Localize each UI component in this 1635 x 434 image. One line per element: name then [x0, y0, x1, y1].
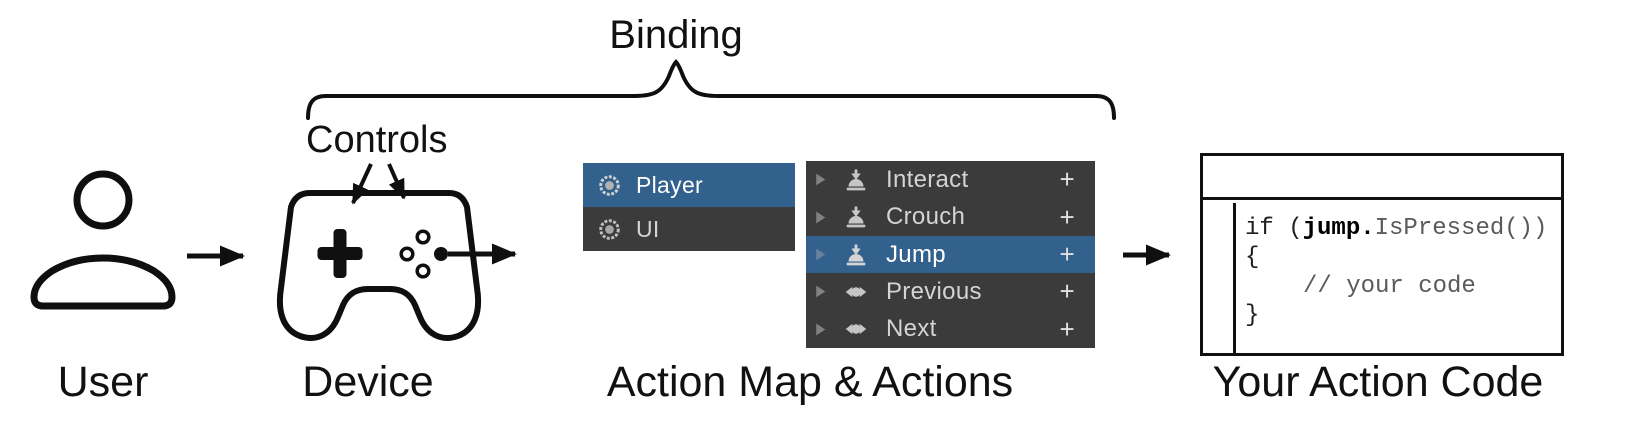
action-map-item-label: UI: [636, 215, 660, 242]
actions-panel: Interact + Crouch +: [806, 161, 1095, 348]
action-label: Jump: [886, 240, 946, 268]
axis-composite-icon: [845, 324, 867, 335]
action-row-previous[interactable]: Previous +: [806, 273, 1095, 310]
add-binding-button[interactable]: +: [1059, 313, 1075, 344]
code-line: if (jump.IsPressed()): [1245, 215, 1548, 242]
face-buttons-icon: [399, 229, 448, 279]
action-map-item-ui[interactable]: UI: [583, 207, 795, 251]
add-binding-button[interactable]: +: [1059, 201, 1075, 232]
user-label: User: [57, 358, 149, 406]
action-row-jump[interactable]: Jump +: [806, 235, 1095, 274]
expander-triangle-icon[interactable]: [812, 246, 829, 263]
button-press-icon: [846, 206, 866, 228]
action-map-item-label: Player: [636, 171, 703, 198]
controls-label: Controls: [306, 119, 448, 161]
action-row-interact[interactable]: Interact +: [806, 161, 1095, 198]
code-line: {: [1245, 244, 1260, 271]
code-window-titlebar: [1203, 156, 1561, 200]
action-code-window: if (jump.IsPressed()){ // your code}: [1200, 153, 1564, 356]
binding-brace: [306, 59, 1116, 120]
button-press-icon: [846, 169, 866, 191]
expander-triangle-icon[interactable]: [812, 209, 829, 226]
action-map-item-player[interactable]: Player: [583, 163, 795, 207]
action-row-crouch[interactable]: Crouch +: [806, 198, 1095, 235]
dpad-icon: [317, 229, 363, 278]
action-label: Crouch: [886, 203, 966, 231]
gamepad-icon: [277, 190, 481, 341]
add-binding-button[interactable]: +: [1059, 276, 1075, 307]
action-map-label: Action Map & Actions: [606, 358, 1014, 406]
action-row-next[interactable]: Next +: [806, 311, 1095, 348]
expander-triangle-icon[interactable]: [812, 321, 829, 338]
code-window-gutter-line: [1233, 203, 1236, 353]
controls-callout-arrows: [351, 163, 406, 205]
code-snippet: if (jump.IsPressed()){ // your code}: [1203, 203, 1561, 353]
add-binding-button[interactable]: +: [1059, 239, 1075, 270]
action-label: Interact: [886, 165, 969, 193]
action-map-panel: Player UI: [583, 163, 795, 251]
control-scheme-icon: [599, 218, 620, 240]
add-binding-button[interactable]: +: [1059, 164, 1075, 195]
expander-triangle-icon[interactable]: [812, 283, 829, 300]
expander-triangle-icon[interactable]: [812, 171, 829, 188]
action-label: Next: [886, 315, 937, 343]
axis-composite-icon: [845, 286, 867, 298]
action-label: Previous: [886, 277, 982, 305]
control-scheme-icon: [599, 174, 620, 196]
device-label: Device: [302, 358, 434, 406]
code-line: }: [1245, 302, 1260, 329]
code-line: // your code: [1303, 273, 1476, 300]
binding-label: Binding: [609, 13, 743, 57]
action-code-label: Your Action Code: [1212, 358, 1544, 406]
person-icon: [30, 170, 176, 310]
button-press-icon: [846, 244, 866, 265]
